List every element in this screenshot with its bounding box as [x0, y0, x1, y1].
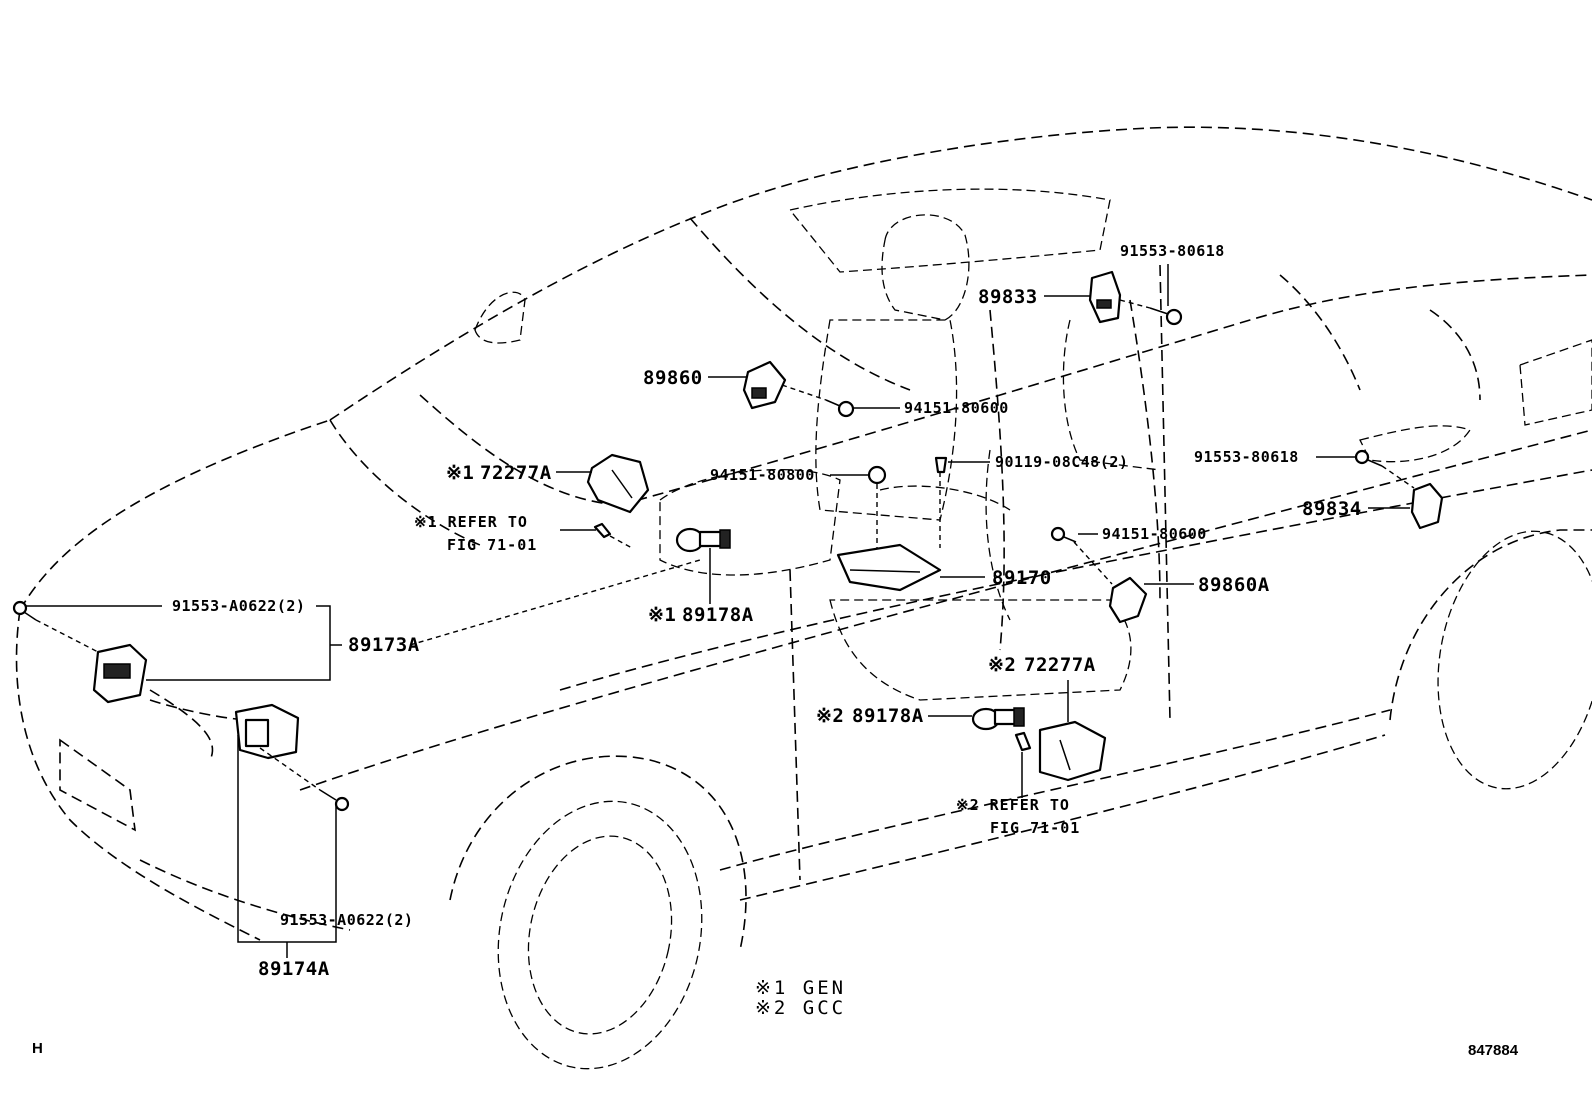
sensor-89860-icon: [742, 360, 787, 410]
corner-code: H: [32, 1040, 43, 1057]
bolt-icon: [1050, 526, 1077, 543]
label-89173A: 89173A: [348, 634, 420, 656]
label-91553-A0622: 91553-A0622(2): [172, 597, 305, 615]
label-91553-80618: 91553-80618: [1194, 448, 1299, 466]
label-89178A: 89178A: [852, 705, 924, 727]
label-89833: 89833: [978, 286, 1038, 308]
label-mark: ※2: [816, 705, 844, 727]
label-mark: ※1: [446, 462, 474, 484]
label-94151-80600: 94151-80600: [1102, 525, 1207, 543]
legend: ※1 GEN ※2 GCC: [755, 977, 846, 1019]
leader-lines: [26, 264, 1415, 958]
label-91553-A0622: 91553-A0622(2): [280, 911, 413, 929]
refer-note: FIG 71-01: [447, 536, 537, 554]
refer-note: ※1 REFER TO: [414, 513, 528, 531]
label-89170: 89170: [992, 567, 1052, 589]
bracket-72277A-icon: [586, 453, 650, 514]
label-mark: ※1: [648, 604, 676, 626]
legend-item: ※1 GEN: [755, 977, 846, 999]
sensor-89178A-icon: [675, 527, 731, 553]
sensor-89834-icon: [1410, 482, 1444, 530]
label-89178A: 89178A: [682, 604, 754, 626]
label-89860A: 89860A: [1198, 574, 1270, 596]
figure-number: 847884: [1468, 1042, 1519, 1059]
car-outline: [15, 126, 1592, 1070]
bolt-icon: [593, 522, 633, 549]
label-91553-80618: 91553-80618: [1120, 242, 1225, 260]
bolt-icon: [1149, 307, 1183, 326]
label-89834: 89834: [1302, 498, 1362, 520]
bolt-icon: [12, 600, 37, 621]
label-72277A: 72277A: [1024, 654, 1096, 676]
bolt-icon: [825, 399, 855, 418]
sensor-89173A-icon: [92, 643, 148, 704]
label-94151-80600: 94151-80600: [904, 399, 1009, 417]
refer-note: ※2 REFER TO: [956, 796, 1070, 814]
label-89174A: 89174A: [258, 958, 330, 980]
bolt-icon: [1354, 449, 1383, 467]
label-94151-80800: 94151-80800: [710, 466, 815, 484]
legend-item: ※2 GCC: [755, 997, 846, 1019]
bolt-icon: [934, 456, 948, 474]
sensor-89178A-icon: [971, 707, 1025, 731]
label-72277A: 72277A: [480, 462, 552, 484]
label-90119-08C48: 90119-08C48(2): [995, 453, 1128, 471]
bolt-icon: [319, 789, 350, 812]
label-89860: 89860: [643, 367, 703, 389]
bracket-72277A-icon: [1038, 720, 1107, 782]
nut-icon: [867, 465, 887, 485]
bracket-89174A-icon: [234, 703, 300, 760]
refer-note: FIG 71-01: [990, 819, 1080, 837]
label-mark: ※2: [988, 654, 1016, 676]
sensor-89833-icon: [1088, 270, 1122, 324]
bolt-icon: [1014, 731, 1032, 752]
sensor-89860A-icon: [1108, 576, 1148, 624]
part-labels: 91553-80618 89833 89860 94151-80600 ※1 7…: [172, 242, 1362, 980]
airbag-ecu-89170-icon: [836, 543, 942, 592]
